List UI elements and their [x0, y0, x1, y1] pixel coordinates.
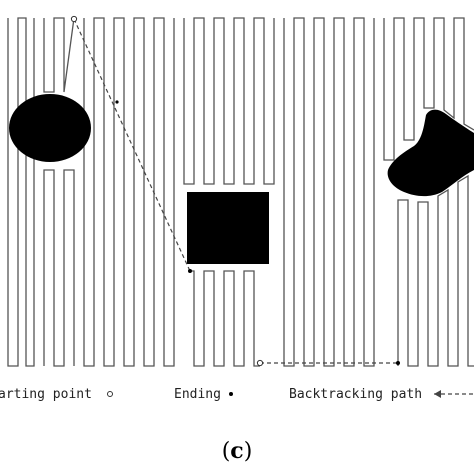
- start-point-marker-2: [256, 359, 264, 367]
- coverage-path-segment: [7, 17, 35, 367]
- left-ellipse-obstacle: [9, 94, 91, 162]
- caption-close-paren: ): [244, 439, 253, 464]
- coverage-path-segment: [43, 169, 75, 367]
- coverage-path-segment: [397, 174, 474, 367]
- caption-letter: c: [230, 438, 243, 464]
- caption-open-paren: (: [222, 439, 231, 464]
- end-point-marker: [188, 269, 192, 273]
- coverage-path-segment: [83, 17, 175, 367]
- legend-start-label: arting point: [0, 387, 92, 402]
- right-blob-obstacle: [387, 109, 474, 197]
- legend-backtrack-label: Backtracking path: [289, 387, 422, 402]
- coverage-path-segment: [383, 17, 474, 161]
- coverage-path-segment: [43, 17, 75, 93]
- coverage-path-segment: [190, 270, 260, 367]
- coverage-path-lines: [7, 17, 474, 367]
- start-point-marker: [70, 15, 78, 23]
- legend-end-symbol: [229, 392, 233, 396]
- coverage-path-segment: [283, 17, 375, 367]
- end-point-marker-3: [115, 100, 119, 104]
- legend-start-symbol: [107, 391, 113, 397]
- end-point-marker-2: [396, 361, 400, 365]
- backtrack-line-diagonal: [73, 18, 191, 272]
- legend: arting point Ending Backtracking path: [0, 387, 474, 402]
- center-square-obstacle: [187, 192, 269, 264]
- legend-backtrack-arrowhead: [434, 390, 441, 398]
- legend-end-label: Ending: [174, 387, 221, 402]
- coverage-path-segment: [183, 17, 275, 185]
- figure-caption: (c): [222, 438, 253, 464]
